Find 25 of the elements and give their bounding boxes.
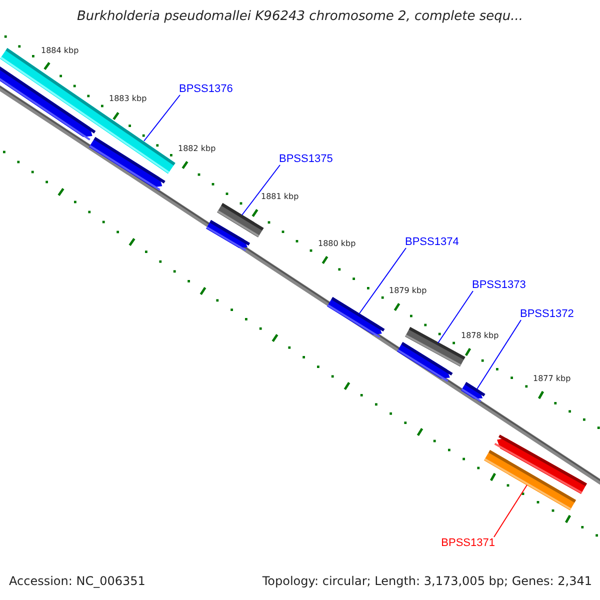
footer-text: Topology: circular; Length: 3,173,005 bp; Genes: 2,341 bbox=[262, 574, 592, 588]
gene-label: BPSS1371 bbox=[441, 537, 495, 549]
footer-text: Accession: NC_006351 bbox=[9, 574, 146, 588]
gene-label: BPSS1376 bbox=[179, 83, 233, 95]
gene-label: BPSS1375 bbox=[279, 153, 333, 165]
scale-label: 1884 kbp bbox=[41, 46, 79, 56]
gene-feature bbox=[397, 342, 450, 379]
gene-label: BPSS1374 bbox=[405, 236, 459, 248]
scale-label: 1877 kbp bbox=[533, 374, 571, 384]
leader-line bbox=[438, 290, 474, 344]
scale-label: 1882 kbp bbox=[178, 144, 216, 154]
scale-label: 1878 kbp bbox=[461, 331, 499, 341]
scale-label: 1881 kbp bbox=[261, 192, 299, 202]
leader-line bbox=[242, 164, 280, 216]
gene-label: BPSS1373 bbox=[472, 279, 526, 291]
leader-line bbox=[494, 484, 528, 538]
leader-line bbox=[476, 320, 522, 390]
gene-feature bbox=[327, 297, 382, 335]
scale-label: 1883 kbp bbox=[109, 94, 147, 104]
gene-label: BPSS1372 bbox=[520, 308, 574, 320]
scale-label: 1880 kbp bbox=[318, 239, 356, 249]
leader-line bbox=[144, 94, 180, 142]
leader-line bbox=[358, 248, 406, 314]
title: Burkholderia pseudomallei K96243 chromosome 2, complete sequ... bbox=[76, 9, 524, 24]
scale-label: 1879 kbp bbox=[389, 286, 427, 296]
